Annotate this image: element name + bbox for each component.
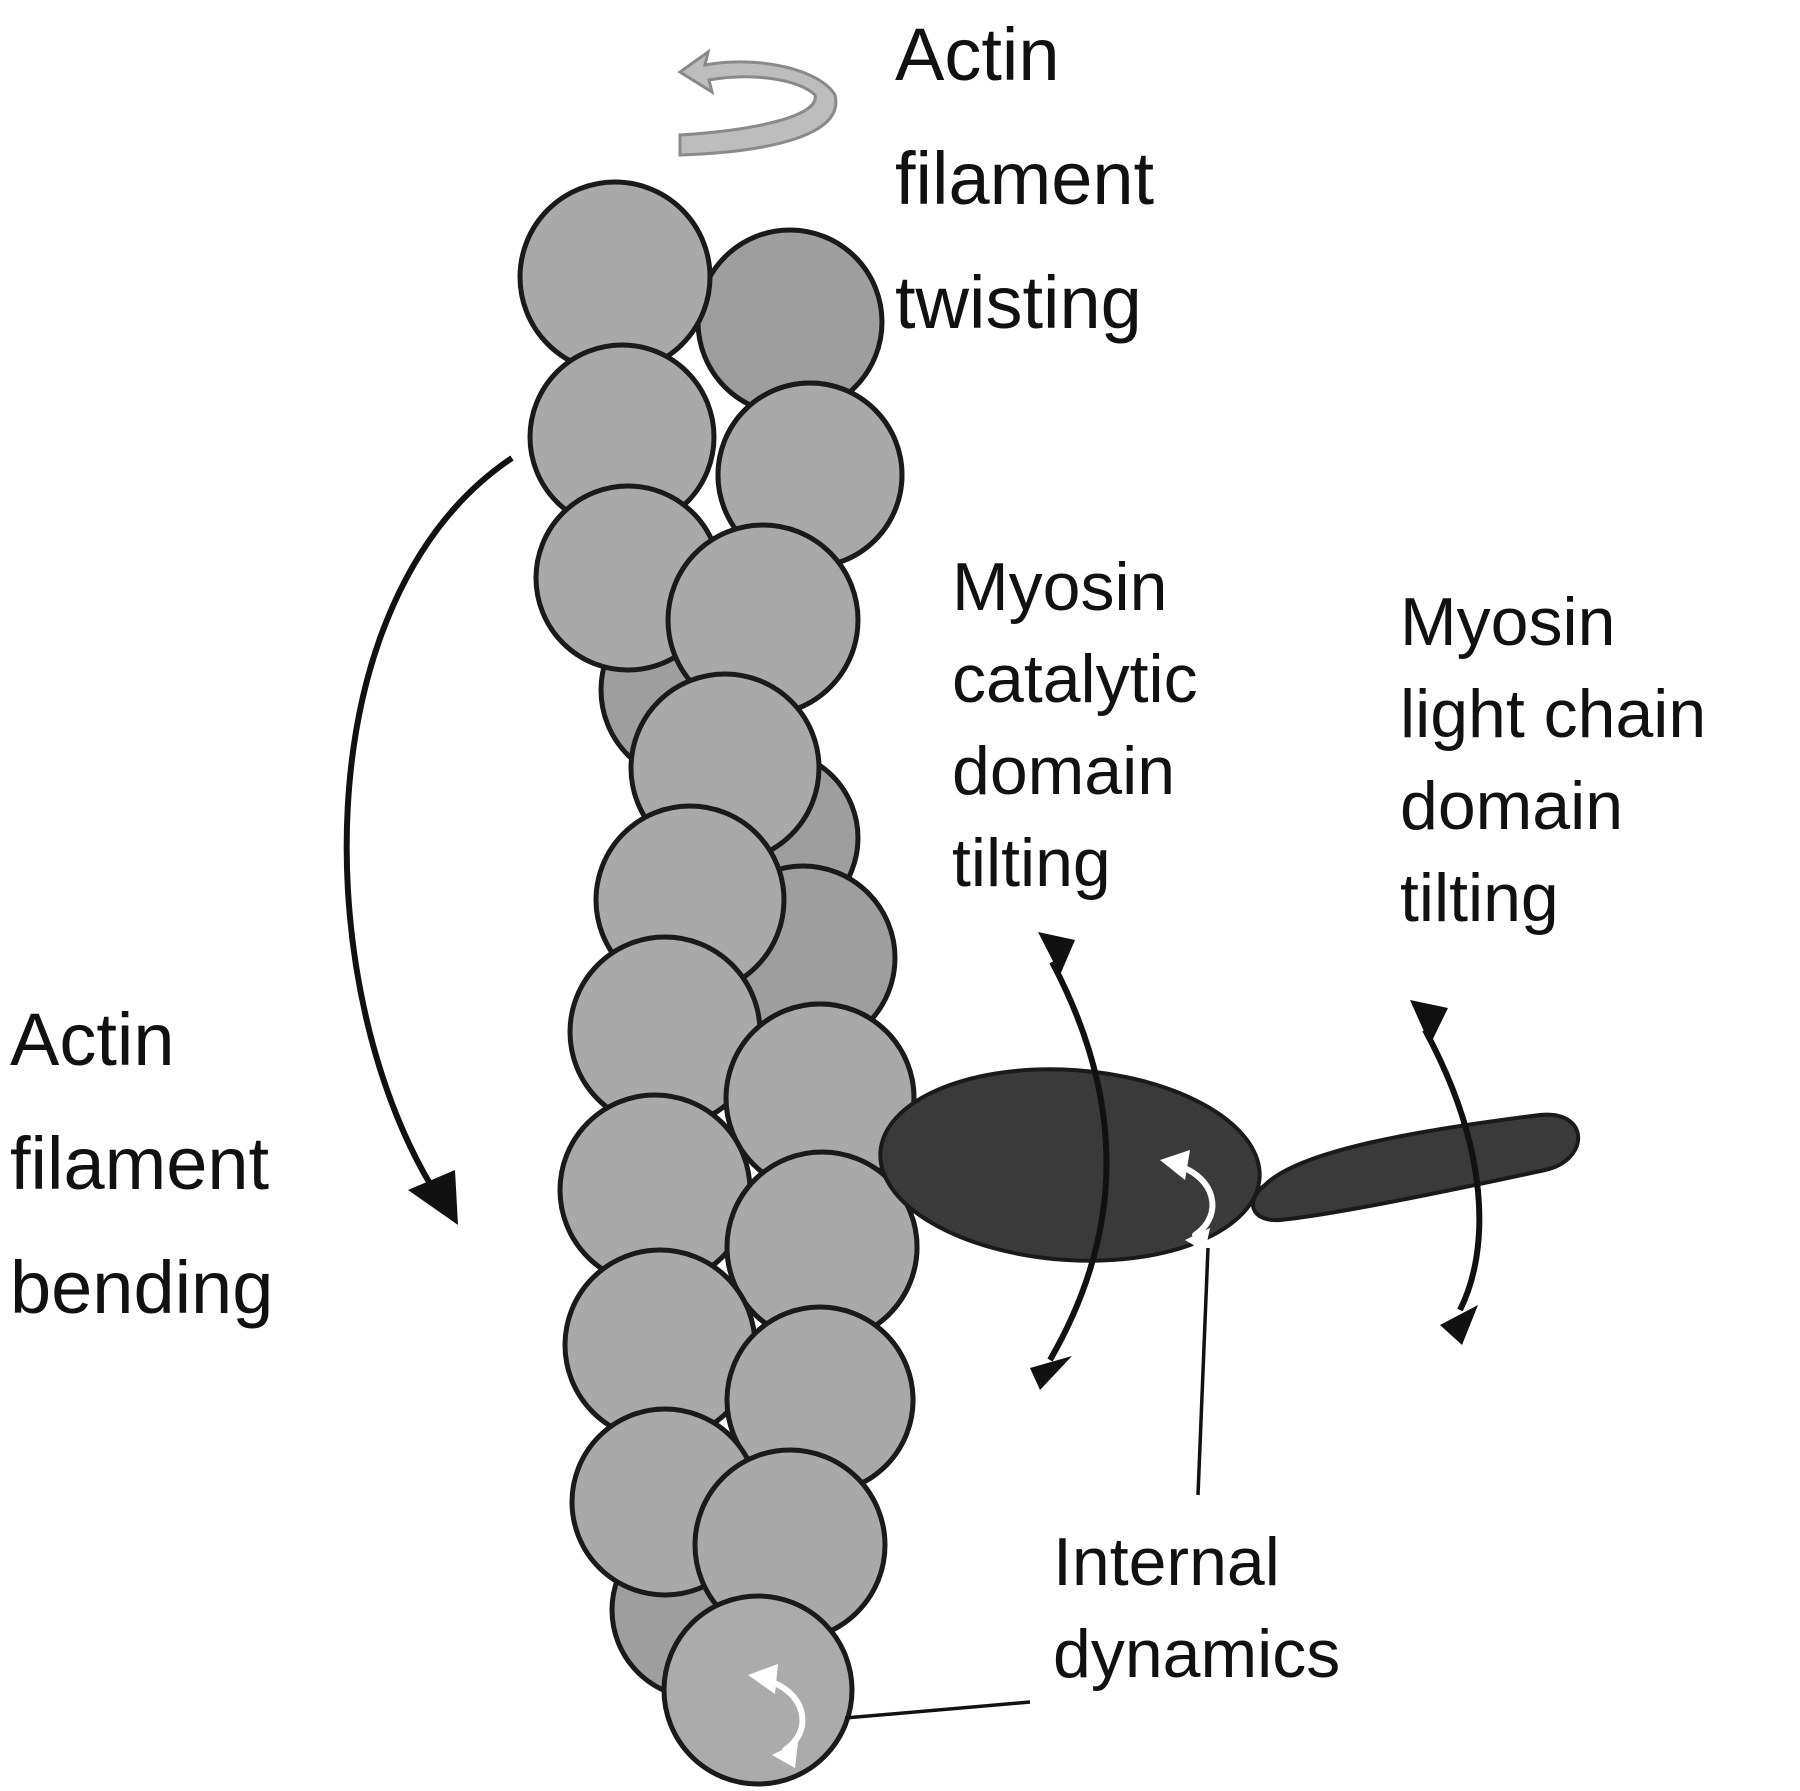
label-internal-dynamics: Internal dynamics [1053,1524,1340,1692]
myosin-light-chain-domain [1251,1112,1581,1223]
myosin [878,1067,1581,1263]
label-actin-twisting: Actin filament twisting [895,13,1175,344]
label-myosin-catalytic: Myosin catalytic domain tilting [952,549,1217,901]
label-myosin-light-chain: Myosin light chain domain tilting [1400,584,1725,936]
catalytic-tilt-arrow-icon [1030,932,1110,1390]
twist-arrow-icon [677,48,838,157]
myosin-catalytic-domain [878,1067,1262,1263]
bending-arrow-icon [343,455,514,1225]
leader-line [844,1700,1031,1720]
rotation-arrows-icon [748,1664,806,1768]
leader-line [1196,1247,1210,1496]
actin-subunit [661,1593,855,1787]
label-actin-bending: Actin filament bending [10,998,290,1329]
actin-filament [517,179,920,1787]
rotation-arrows-icon [1160,1150,1216,1252]
light-chain-tilt-arrow-icon [1410,1000,1483,1345]
